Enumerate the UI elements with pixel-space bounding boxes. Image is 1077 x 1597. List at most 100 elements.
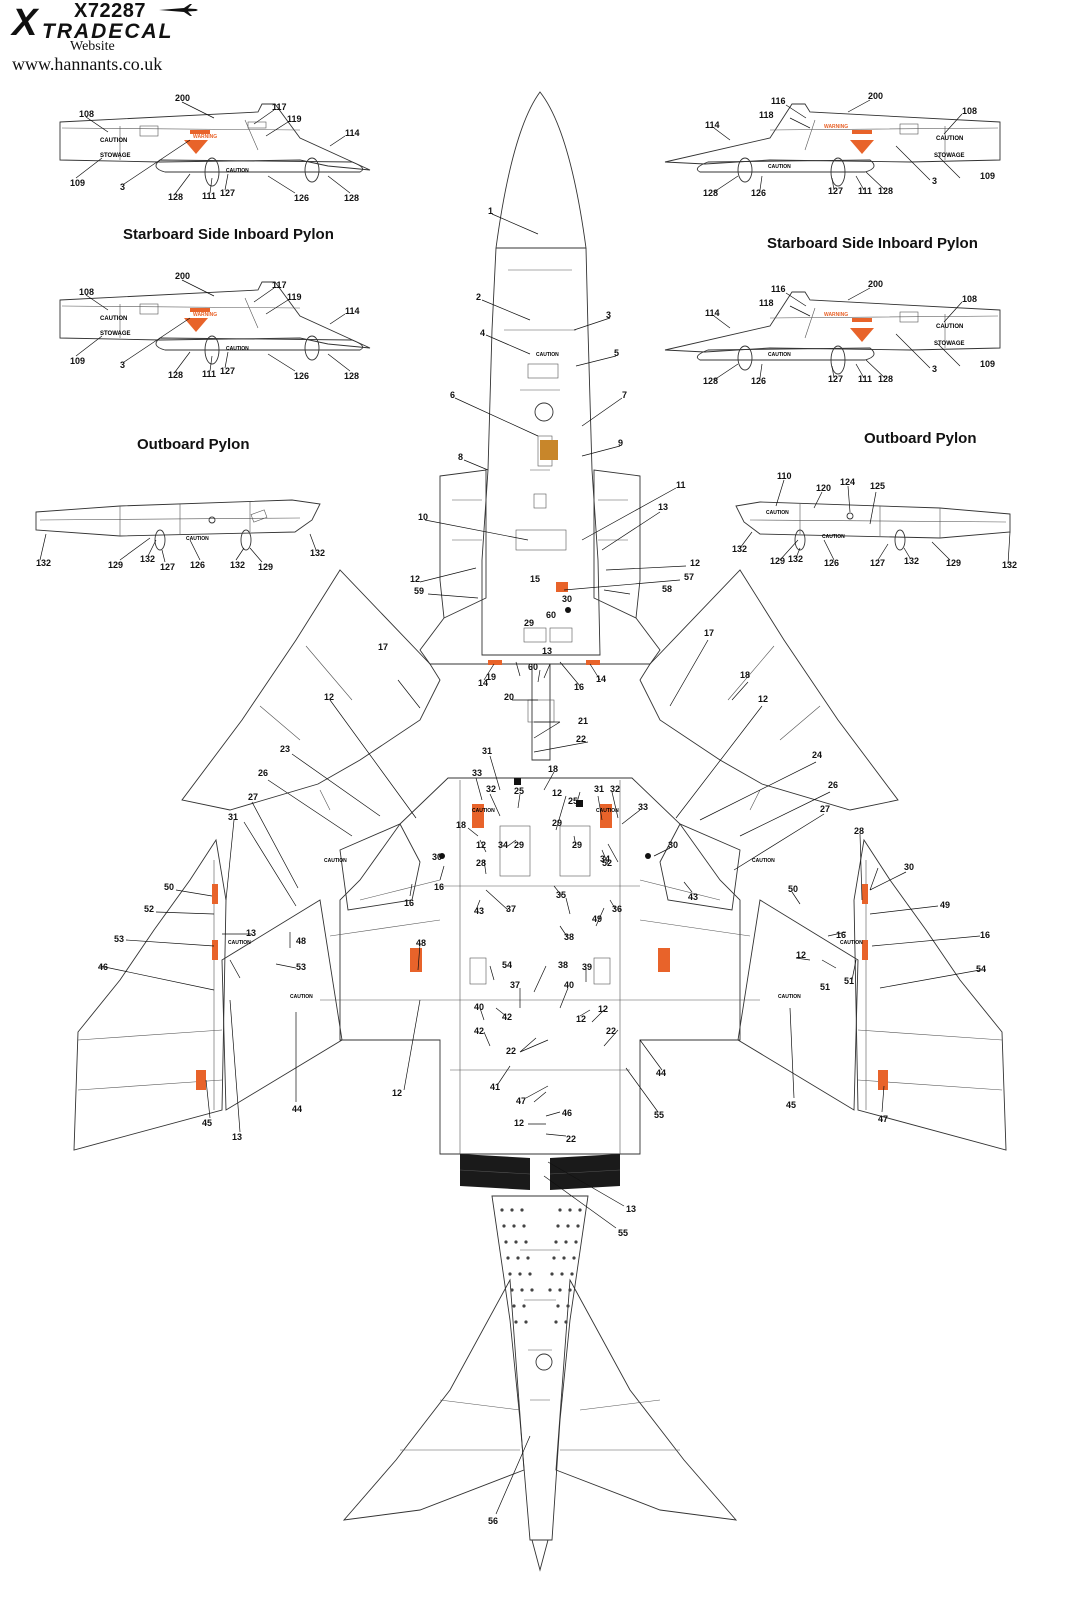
- aircraft-callout-52: 52: [602, 858, 612, 868]
- callout: 132: [732, 544, 747, 554]
- callout: 108: [79, 287, 94, 297]
- aircraft-callout-34: 34: [498, 840, 508, 850]
- callout: 132: [140, 554, 155, 564]
- aircraft-callout-32: 32: [486, 784, 496, 794]
- callout: 127: [828, 374, 843, 384]
- pylon-outboard-right: CAUTION CAUTION 110 120 124 125 132 129 …: [732, 471, 1017, 570]
- aircraft-callout-12: 12: [758, 694, 768, 704]
- aircraft-callout-32: 32: [610, 784, 620, 794]
- callout: 132: [230, 560, 245, 570]
- aircraft-callout-26: 26: [258, 768, 268, 778]
- decal-caution-text: CAUTION: [324, 858, 347, 864]
- aircraft-callout-31: 31: [482, 746, 492, 756]
- aircraft-callout-37: 37: [510, 980, 520, 990]
- aircraft-callout-12: 12: [476, 840, 486, 850]
- callout: 128: [703, 376, 718, 386]
- callout: 200: [175, 93, 190, 103]
- aircraft-callout-12: 12: [576, 1014, 586, 1024]
- brand-name: TRADECAL: [42, 20, 174, 43]
- aircraft-callout-13: 13: [232, 1132, 242, 1142]
- aircraft-callout-42: 42: [474, 1026, 484, 1036]
- aircraft-callout-6: 6: [450, 390, 455, 400]
- aircraft-callout-53: 53: [296, 962, 306, 972]
- aircraft-callout-3: 3: [606, 310, 611, 320]
- callout: 132: [904, 556, 919, 566]
- callout: 3: [120, 360, 125, 370]
- callout: 126: [294, 193, 309, 203]
- aircraft-callout-28: 28: [476, 858, 486, 868]
- aircraft-callout-14: 14: [596, 674, 606, 684]
- decal-warning-text: WARNING: [193, 312, 217, 318]
- callout: 119: [287, 114, 302, 124]
- title-starboard-inboard-right: Starboard Side Inboard Pylon: [767, 235, 978, 252]
- aircraft-callout-24: 24: [812, 750, 822, 760]
- aircraft-top-view: CAUTION CAUTION CAUTION CAUTION CAUTION …: [0, 0, 1007, 1572]
- decal-caution-text: CAUTION: [186, 536, 209, 542]
- aircraft-callout-33: 33: [472, 768, 482, 778]
- pylon-starboard-inboard-left-2: CAUTION STOWAGE WARNING CAUTION 108 200 …: [59, 271, 371, 381]
- aircraft-callout-12: 12: [324, 692, 334, 702]
- aircraft-callout-57: 57: [684, 572, 694, 582]
- aircraft-callout-44: 44: [292, 1104, 302, 1114]
- callout: 126: [824, 558, 839, 568]
- aircraft-callout-48: 48: [416, 938, 426, 948]
- decal-caution-text: CAUTION: [226, 346, 249, 352]
- decal-caution-text: CAUTION: [936, 324, 963, 330]
- aircraft-callout-25: 25: [568, 796, 578, 806]
- aircraft-callout-12: 12: [552, 788, 562, 798]
- aircraft-callout-16: 16: [836, 930, 846, 940]
- aircraft-callout-9: 9: [618, 438, 623, 448]
- callout: 127: [870, 558, 885, 568]
- aircraft-callout-7: 7: [622, 390, 627, 400]
- decal-caution-text: CAUTION: [766, 510, 789, 516]
- aircraft-callout-2: 2: [476, 292, 481, 302]
- aircraft-callout-13: 13: [542, 646, 552, 656]
- decal-caution-text: CAUTION: [778, 994, 801, 1000]
- callout: 129: [108, 560, 123, 570]
- pylon-starboard-inboard-right-2: CAUTION STOWAGE WARNING CAUTION 116 200 …: [664, 279, 1001, 386]
- aircraft-callout-12: 12: [514, 1118, 524, 1128]
- aircraft-callout-22: 22: [566, 1134, 576, 1144]
- aircraft-callout-35: 35: [556, 890, 566, 900]
- aircraft-callout-22: 22: [0, 0, 10, 2]
- aircraft-callout-25: 25: [514, 786, 524, 796]
- aircraft-callout-28: 28: [854, 826, 864, 836]
- aircraft-callout-30: 30: [904, 862, 914, 872]
- decal-caution-text: CAUTION: [536, 352, 559, 358]
- aircraft-callout-29: 29: [572, 840, 582, 850]
- callout: 200: [868, 279, 883, 289]
- aircraft-callout-60: 60: [546, 610, 556, 620]
- aircraft-callout-55: 55: [618, 1228, 628, 1238]
- aircraft-callout-27: 27: [820, 804, 830, 814]
- aircraft-callout-18: 18: [456, 820, 466, 830]
- callout: 109: [70, 178, 85, 188]
- callout: 127: [220, 188, 235, 198]
- brand-x-mark: X: [12, 2, 38, 44]
- aircraft-callout-46: 46: [98, 962, 108, 972]
- callout: 114: [345, 128, 360, 138]
- decal-stowage-text: STOWAGE: [934, 341, 965, 347]
- aircraft-callout-50: 50: [788, 884, 798, 894]
- pylon-starboard-inboard-right: CAUTION STOWAGE WARNING CAUTION 116 200 …: [664, 91, 1001, 198]
- decal-caution-text: CAUTION: [822, 534, 845, 540]
- aircraft-callout-30: 30: [432, 852, 442, 862]
- aircraft-callout-11: 11: [676, 480, 686, 490]
- website-link[interactable]: www.hannants.co.uk: [12, 54, 163, 74]
- aircraft-callout-21: 21: [578, 716, 588, 726]
- callout: 110: [777, 471, 792, 481]
- aircraft-callout-12: 12: [690, 558, 700, 568]
- aircraft-callout-42: 42: [502, 1012, 512, 1022]
- aircraft-callout-13: 13: [626, 1204, 636, 1214]
- callout: 126: [294, 371, 309, 381]
- aircraft-callout-1: 1: [488, 206, 493, 216]
- callout: 129: [258, 562, 273, 572]
- callout: 127: [828, 186, 843, 196]
- callout: 109: [70, 356, 85, 366]
- aircraft-callout-23: 23: [280, 744, 290, 754]
- callout: 109: [980, 359, 995, 369]
- aircraft-callout-45: 45: [202, 1118, 212, 1128]
- callout: 124: [840, 477, 855, 487]
- aircraft-callout-4: 4: [480, 328, 485, 338]
